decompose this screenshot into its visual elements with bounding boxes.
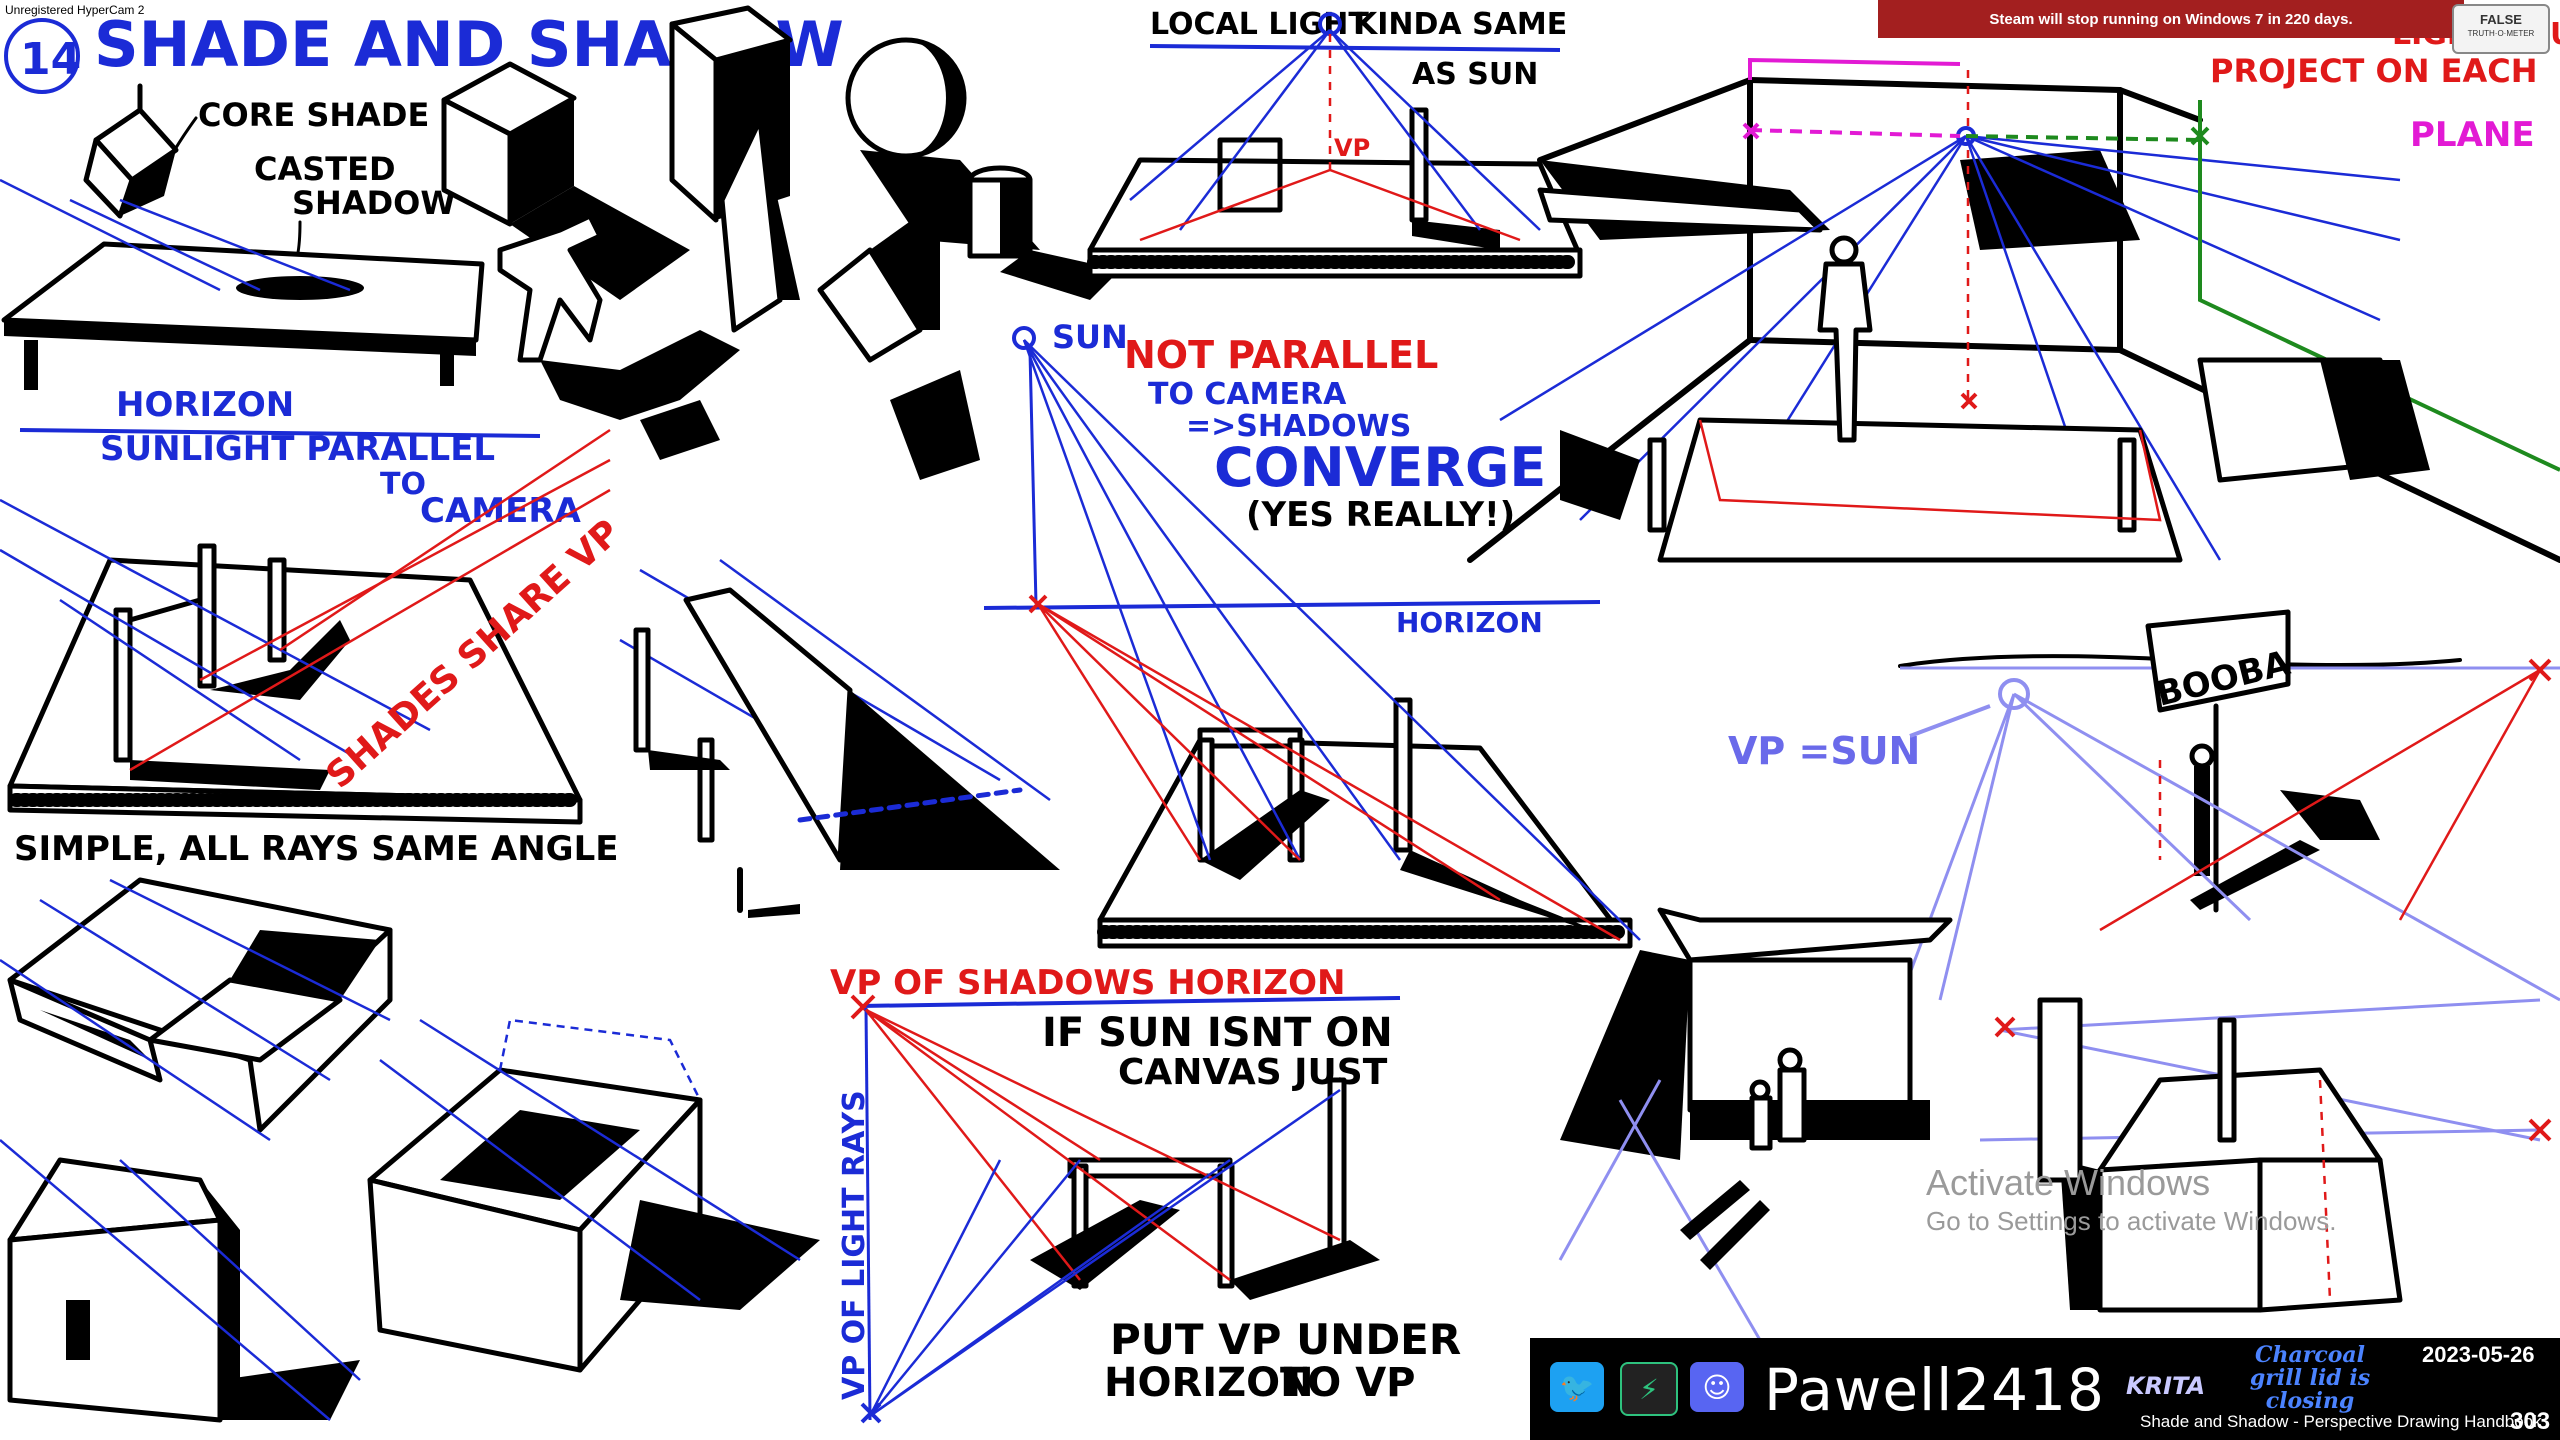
boxes-diagram <box>0 877 820 1423</box>
page-number: 303 <box>2510 1408 2551 1435</box>
twitter-icon[interactable]: 🐦 <box>1550 1362 1604 1412</box>
shapes-cluster <box>441 5 1120 480</box>
label-shadows-arrow: =>SHADOWS <box>1186 409 1411 444</box>
activate-subtitle: Go to Settings to activate Windows. <box>1926 1206 2337 1236</box>
label-if-sun-2: CANVAS JUST <box>1118 1052 1388 1093</box>
steam-notification[interactable]: Steam will stop running on Windows 7 in … <box>1878 0 2464 38</box>
label-sun: SUN <box>1052 318 1128 356</box>
local-light-diagram: LOCAL LIGHT KINDA SAME AS SUN VP <box>1087 7 1583 279</box>
ramp-diagram <box>619 558 1060 918</box>
label-vp-of-shadows: VP OF SHADOWS HORIZON <box>830 963 1345 1003</box>
label-to: TO <box>380 467 426 502</box>
label-put-vp-1: PUT VP UNDER <box>1110 1315 1461 1364</box>
truth-o-meter-badge: FALSE TRUTH·O·METER <box>2452 4 2550 54</box>
username: Pawell2418 <box>1764 1356 2105 1424</box>
label-converge: CONVERGE <box>1214 436 1546 499</box>
label-yes-really: (YES REALLY!) <box>1246 495 1515 535</box>
small-person-1 <box>737 867 800 918</box>
label-if-sun-1: IF SUN ISNT ON <box>1042 1010 1393 1056</box>
label-kinda-same: KINDA SAME <box>1354 7 1567 42</box>
krita-logo: KRITA <box>2126 1372 2206 1400</box>
cube-core-shade: CORE SHADE CASTED SHADOW <box>83 83 456 270</box>
stream-overlay-footer: 🐦 ⚡ ☺ Pawell2418 KRITA Charcoal grill li… <box>1530 1338 2560 1440</box>
label-simple-all-rays: SIMPLE, ALL RAYS SAME ANGLE <box>14 829 618 869</box>
building-diagram <box>1558 907 2552 1341</box>
status-message: Charcoal grill lid is closing <box>2249 1342 2371 1414</box>
label-sunlight-parallel: SUNLIGHT PARALLEL <box>100 429 495 469</box>
app-icon[interactable]: ⚡ <box>1620 1362 1678 1416</box>
label-to-camera: TO CAMERA <box>1148 377 1347 412</box>
walking-people <box>1680 1047 1807 1270</box>
label-vp-of-light-rays: VP OF LIGHT RAYS <box>837 1090 872 1400</box>
label-vp-1: VP <box>1334 134 1370 162</box>
label-shadow: SHADOW <box>292 184 456 222</box>
label-plane: PLANE <box>2410 115 2535 155</box>
label-not-parallel: NOT PARALLEL <box>1124 333 1438 377</box>
converge-diagram: SUN NOT PARALLEL TO CAMERA =>SHADOWS CON… <box>983 318 1641 949</box>
room-diagram: PROJECT ON EACH LIGHT SOURCE PLANE <box>1467 17 2560 563</box>
label-casted: CASTED <box>254 150 396 188</box>
parallel-light-diagram: HORIZON SUNLIGHT PARALLEL TO CAMERA SHAD… <box>0 385 628 869</box>
label-camera: CAMERA <box>420 491 582 531</box>
label-vp-sun: VP =SUN <box>1728 729 1920 773</box>
badge-title: FALSE <box>2480 12 2522 27</box>
label-as-sun: AS SUN <box>1412 57 1538 92</box>
vp-below-diagram: VP OF SHADOWS HORIZON VP OF LIGHT RAYS I… <box>830 963 1461 1424</box>
person-sign <box>2189 743 2215 876</box>
label-horizon-2: HORIZON <box>1396 606 1543 639</box>
table-1 <box>0 178 485 390</box>
discord-icon[interactable]: ☺ <box>1690 1362 1744 1412</box>
activate-title: Activate Windows <box>1926 1162 2211 1203</box>
label-to-vp: TO VP <box>1280 1360 1416 1406</box>
label-core-shade: CORE SHADE <box>198 96 429 134</box>
stick-figure <box>497 213 740 460</box>
activate-windows-watermark: Activate Windows Go to Settings to activ… <box>1926 1162 2336 1237</box>
label-project-on-each: PROJECT ON EACH <box>2210 52 2538 90</box>
standing-figure <box>1817 235 1873 443</box>
book-caption: Shade and Shadow - Perspective Drawing H… <box>2140 1412 2542 1431</box>
section-number: 14 <box>20 34 81 85</box>
badge-subtitle: TRUTH·O·METER <box>2467 29 2535 38</box>
date-label: 2023-05-26 <box>2422 1342 2535 1367</box>
hypercam-label: Unregistered HyperCam 2 <box>2 2 148 18</box>
label-horizon-1: HORIZON <box>116 385 294 425</box>
label-put-vp-2: HORIZON <box>1104 1360 1314 1406</box>
sign-diagram: VP =SUN BOOBA <box>1728 609 2560 1002</box>
